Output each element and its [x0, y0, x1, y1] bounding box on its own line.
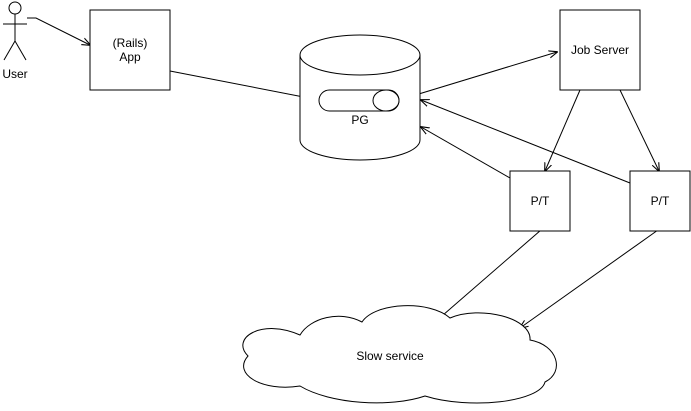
slow-service-label: Slow service — [356, 349, 424, 363]
user-label: User — [2, 67, 27, 81]
pt-left-box — [509, 170, 571, 232]
app-box — [89, 9, 171, 91]
edges — [27, 17, 659, 328]
pt-left-label: P/T — [531, 194, 550, 208]
database-cylinder-icon — [299, 34, 421, 161]
edge-pt-right-to-slow-service — [520, 229, 659, 328]
stick-figure-icon — [3, 1, 27, 61]
pg-label: PG — [351, 113, 368, 127]
edge-pt-left-to-slow-service — [435, 229, 542, 322]
app-label-line1: (Rails) — [113, 36, 148, 50]
job-server-box — [559, 9, 641, 91]
edge-app-to-pg — [169, 70, 319, 100]
edge-job-server-to-pt-right — [619, 89, 659, 171]
node-job-server[interactable]: Job Server — [559, 9, 641, 91]
edge-pt-left-to-pg — [421, 127, 511, 179]
node-user[interactable]: User — [2, 1, 28, 81]
node-slow-service[interactable]: Slow service — [242, 305, 557, 404]
edge-user-to-app — [27, 17, 90, 45]
cloud-icon — [242, 305, 557, 404]
pt-right-label: P/T — [651, 194, 670, 208]
edge-pt-right-to-pg — [421, 100, 631, 184]
edge-job-server-to-pt-left — [545, 89, 581, 171]
node-pt-right[interactable]: P/T — [629, 170, 691, 232]
node-pt-left[interactable]: P/T — [509, 170, 571, 232]
edge-pg-to-job-server — [398, 52, 557, 101]
node-pg[interactable]: PG — [299, 34, 421, 161]
pt-right-box — [629, 170, 691, 232]
queue-pill-end — [372, 89, 400, 112]
app-label-line2: App — [119, 50, 141, 64]
node-app[interactable]: (Rails) App — [89, 9, 171, 91]
job-server-label: Job Server — [571, 43, 629, 57]
